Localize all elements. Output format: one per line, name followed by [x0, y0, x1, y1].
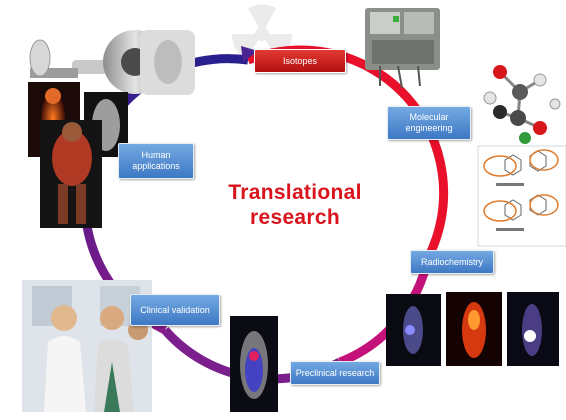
- stage-radiochemistry: Radiochemistry: [410, 250, 494, 274]
- full-body-scan-image: [28, 82, 128, 228]
- stage-isotopes: Isotopes: [254, 49, 346, 73]
- stage-radiochemistry-label: Radiochemistry: [420, 256, 484, 267]
- stage-human-applications: Human applications: [118, 143, 194, 179]
- pet-scan-images: [386, 292, 559, 366]
- diagram-title: Translational research: [200, 180, 390, 230]
- stage-human-applications-label: Human applications: [132, 150, 180, 171]
- mouse-scan-image: [230, 316, 278, 412]
- stage-isotopes-label: Isotopes: [282, 55, 318, 66]
- stage-molecular-engineering: Molecular engineering: [387, 106, 471, 140]
- stage-clinical-validation: Clinical validation: [130, 294, 220, 326]
- stage-preclinical-research-label: Preclinical research: [295, 367, 375, 378]
- cycle-arrow-head: [241, 46, 258, 62]
- mri-scanner-image: [29, 30, 195, 95]
- molecule-model-image: [483, 65, 561, 144]
- stage-preclinical-research: Preclinical research: [290, 361, 380, 385]
- lab-equipment-image: [365, 8, 440, 89]
- diagram-title-line2: research: [250, 206, 340, 229]
- diagram-title-line1: Translational: [228, 181, 362, 204]
- chemical-structures-image: [477, 145, 566, 247]
- stage-clinical-validation-label: Clinical validation: [140, 304, 210, 315]
- stage-molecular-engineering-label: Molecular engineering: [405, 112, 453, 133]
